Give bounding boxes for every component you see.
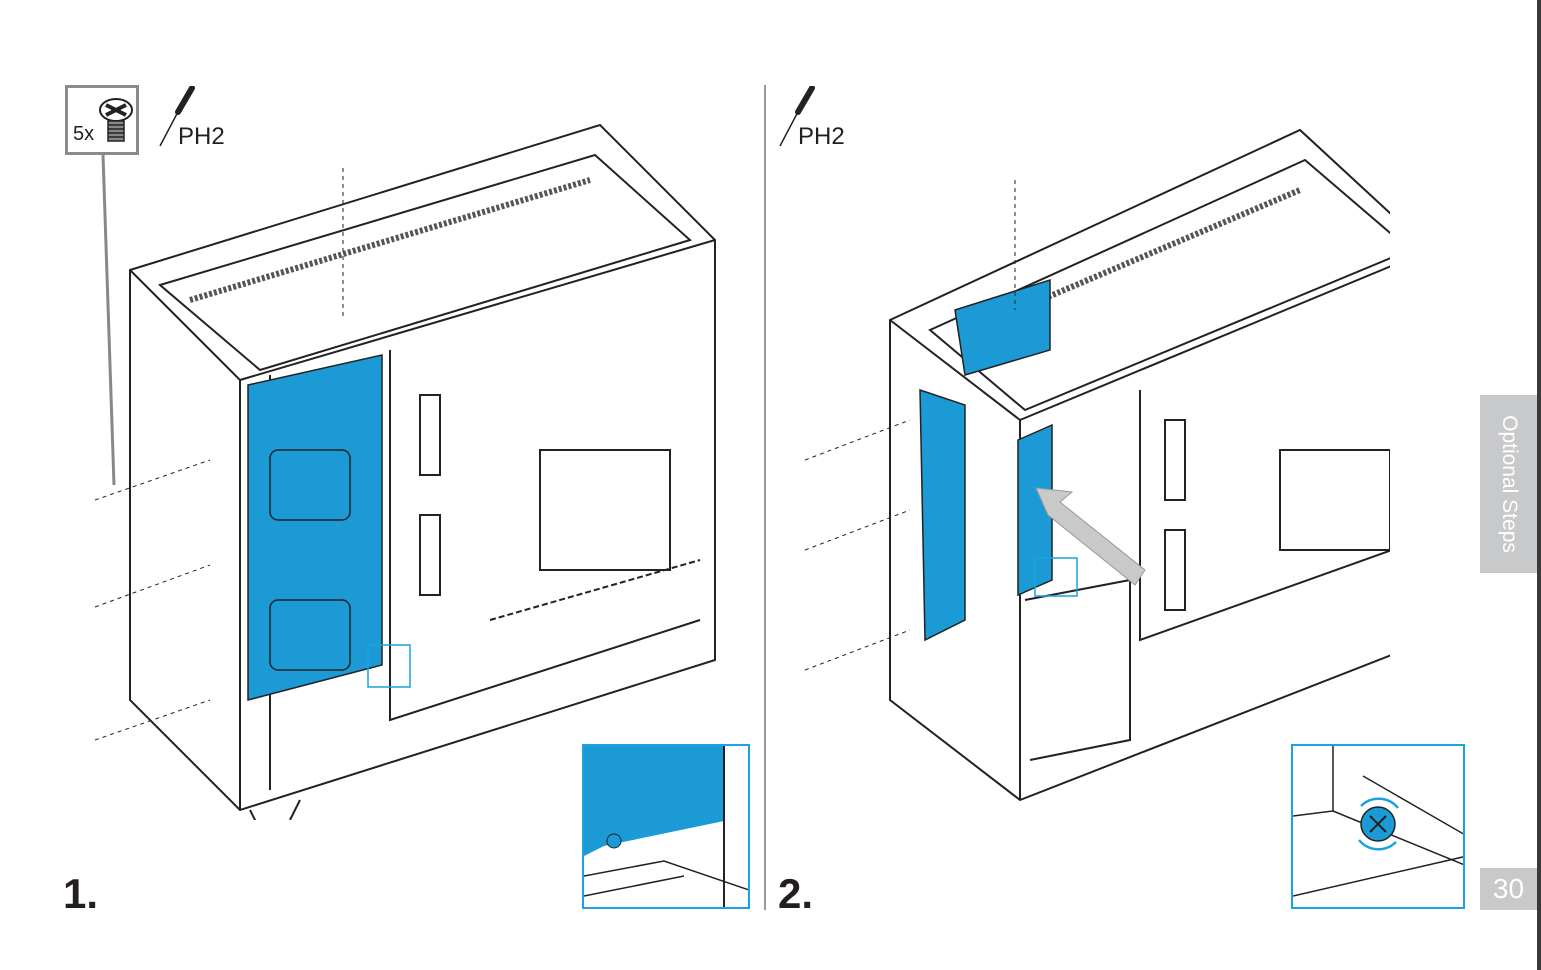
direction-arrow — [1035, 487, 1146, 586]
step-divider — [764, 85, 766, 910]
tool-label: PH2 — [798, 123, 845, 150]
screw-removed-detail — [584, 746, 748, 907]
screw-tighten-detail — [1293, 746, 1463, 897]
page-edge — [1537, 0, 1541, 970]
detail-inset-step2 — [1291, 744, 1465, 909]
screw-callout-line — [101, 155, 116, 486]
step-number: 1. — [63, 870, 99, 917]
detail-inset-step1 — [582, 744, 750, 909]
section-label: Optional Steps — [1497, 415, 1521, 553]
screwdriver-icon — [159, 86, 195, 147]
step-number: 2. — [778, 870, 814, 917]
page-number: 30 — [1480, 868, 1537, 910]
screw-icon — [99, 98, 133, 142]
tool-label: PH2 — [178, 123, 225, 150]
case-illustration-step2 — [804, 128, 1390, 802]
screwdriver-icon — [779, 86, 815, 147]
case-illustration-step1 — [94, 123, 716, 820]
section-tab: Optional Steps — [1480, 395, 1537, 573]
screw-quantity: 5x — [73, 123, 95, 145]
screw-quantity-box: 5x — [65, 85, 139, 155]
